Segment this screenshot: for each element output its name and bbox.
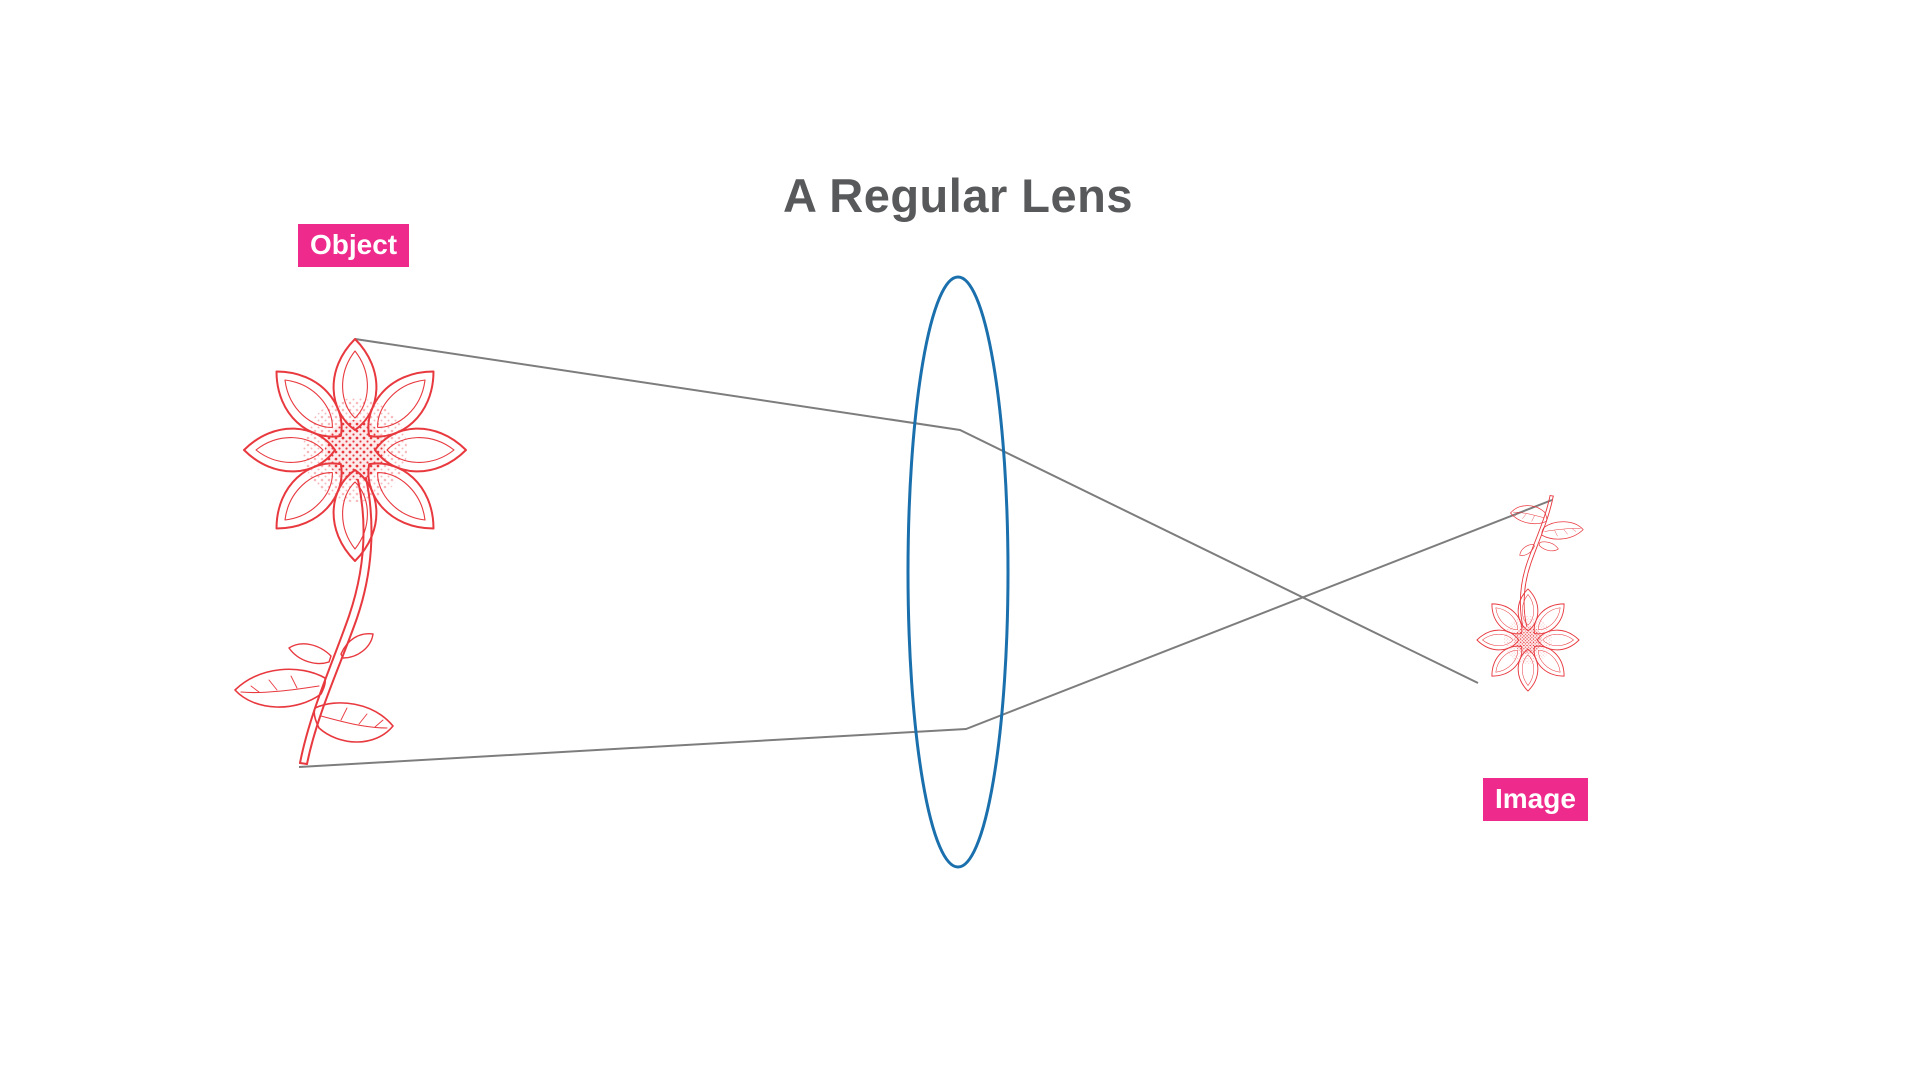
object-flower-illustration (234, 338, 467, 765)
diagram-title: A Regular Lens (783, 169, 1133, 222)
lens-ellipse (906, 275, 1010, 869)
object-label: Object (298, 224, 410, 267)
image-label: Image (1483, 778, 1588, 821)
ray-from-object-bottom (298, 499, 1553, 768)
ray-from-object-top (354, 338, 1479, 684)
image-flower-illustration (1476, 495, 1584, 692)
